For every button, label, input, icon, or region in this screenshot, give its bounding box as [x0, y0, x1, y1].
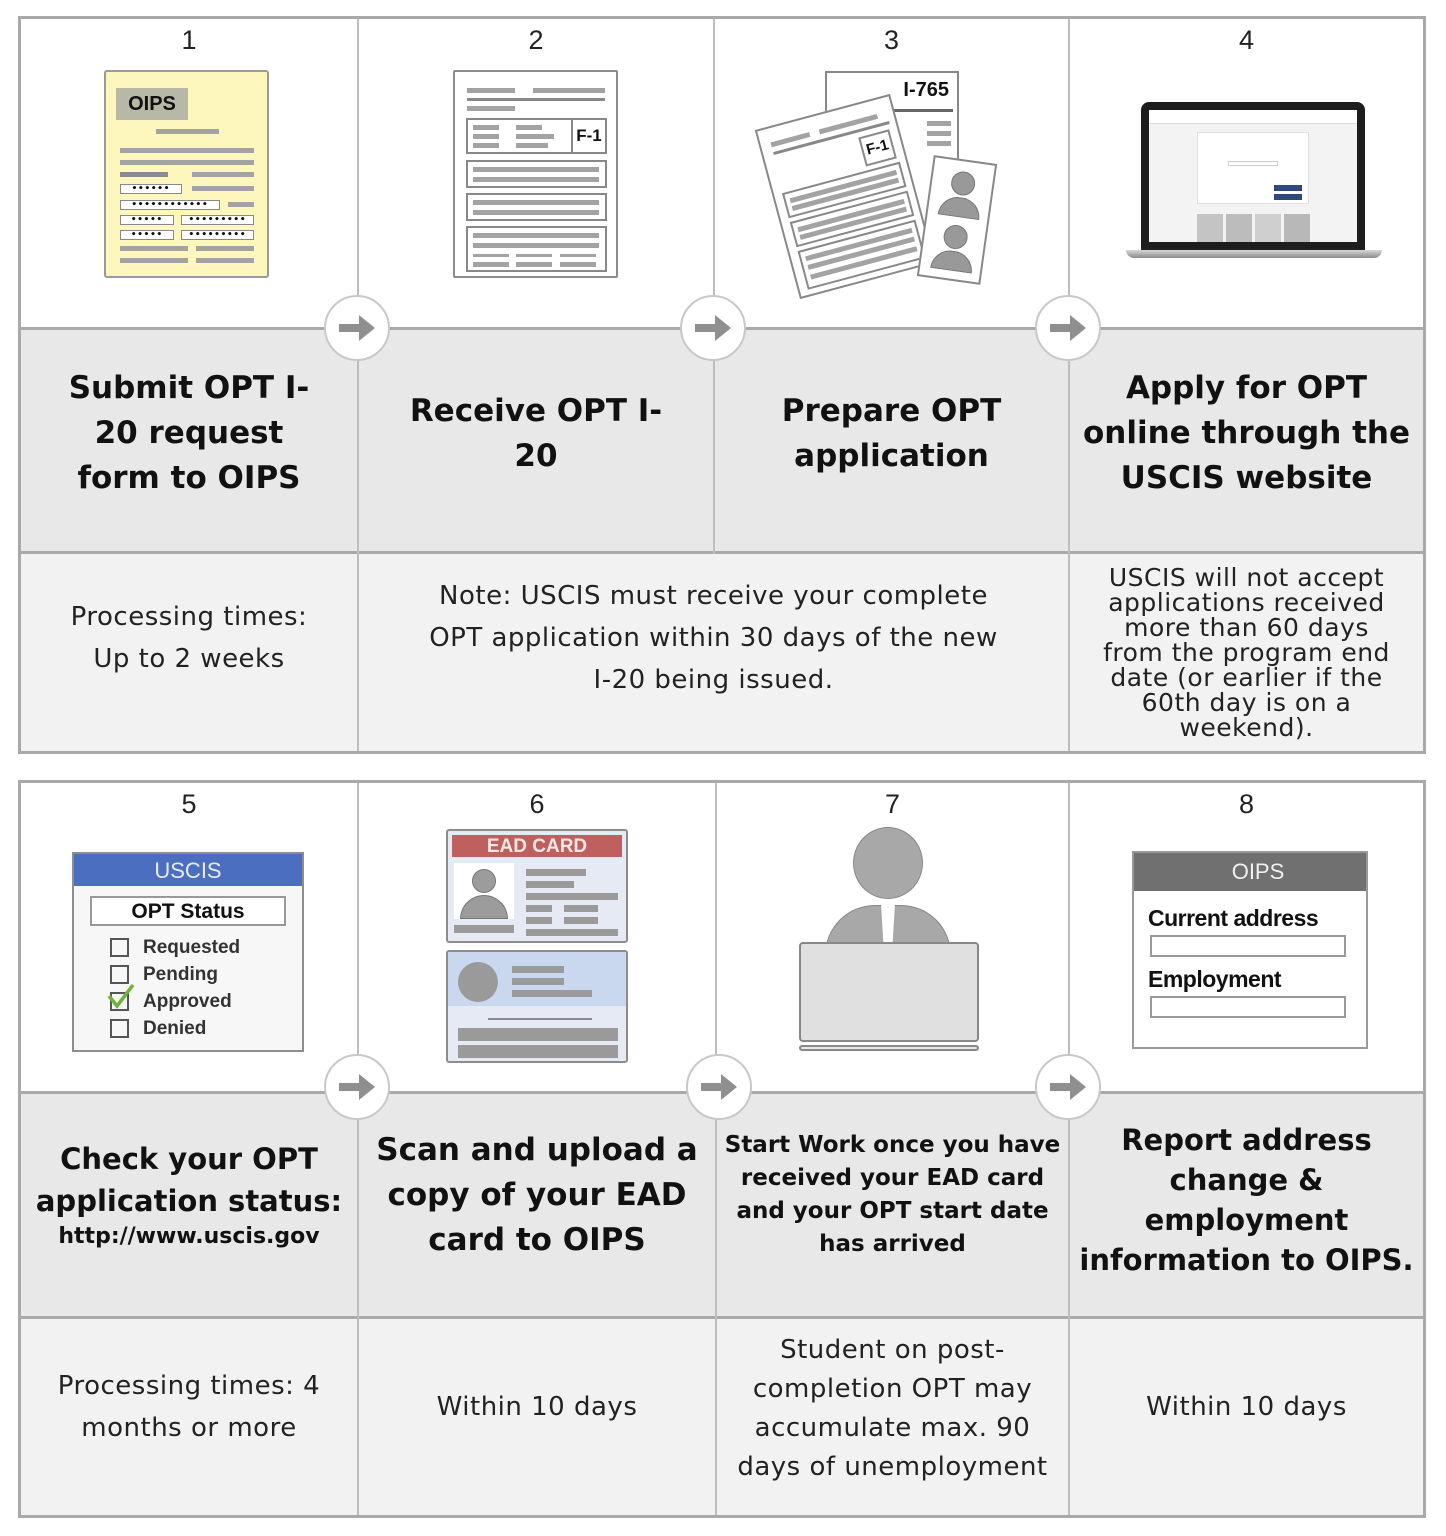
step-number: 8 — [1238, 789, 1255, 819]
application-packet-icon: I-765 F-1 — [754, 69, 1005, 300]
oips-form-icon: OIPS •••••• •••••••••••• ••••• •••••••••… — [104, 70, 269, 278]
divider — [21, 551, 1423, 554]
laptop-website-icon — [1126, 102, 1382, 264]
column-divider — [357, 19, 359, 751]
arrow-right-icon — [701, 1074, 737, 1100]
status-option: Requested — [110, 934, 240, 961]
field-label-current-address: Current address — [1148, 905, 1319, 931]
ead-card-icon: EAD CARD — [446, 829, 628, 1065]
column-divider — [357, 783, 359, 1515]
current-address-field — [1150, 935, 1346, 957]
oips-report-header: OIPS — [1134, 853, 1366, 891]
arrow-right-icon — [339, 315, 375, 341]
arrow-right-icon — [1050, 315, 1086, 341]
deadline-note: Within 10 days — [1146, 1392, 1347, 1422]
step-6-note-cell: Within 10 days — [359, 1319, 715, 1515]
arrow-right-icon — [695, 315, 731, 341]
step-number: 7 — [884, 789, 901, 819]
next-step-arrow — [680, 295, 746, 361]
next-step-arrow — [1035, 295, 1101, 361]
ead-card-header: EAD CARD — [452, 835, 622, 857]
uscis-header: USCIS — [74, 854, 302, 886]
processing-time-note: Processing times:Up to 2 weeks — [70, 601, 308, 674]
step-2-image-cell: 2 F-1 — [359, 19, 713, 327]
status-option: Pending — [110, 961, 240, 988]
step-number: 1 — [181, 25, 197, 55]
step-8-image-cell: 8 OIPS Current address Employment — [1070, 783, 1423, 1091]
opt-status-heading: OPT Status — [90, 896, 286, 926]
opt-steps-panel-bottom: 5 USCIS OPT Status Requested Pending App… — [18, 780, 1426, 1518]
f1-label: F-1 — [571, 120, 605, 152]
step-number: 5 — [181, 789, 197, 819]
i765-label: I-765 — [903, 79, 949, 101]
field-label-employment: Employment — [1148, 966, 1282, 992]
arrow-right-icon — [1050, 1074, 1086, 1100]
status-card-icon: USCIS OPT Status Requested Pending Appro… — [72, 852, 304, 1052]
divider — [21, 1316, 1423, 1319]
step-8-note-cell: Within 10 days — [1070, 1319, 1423, 1515]
step-4-image-cell: 4 — [1070, 19, 1423, 327]
column-divider — [715, 783, 717, 1515]
step-number: 2 — [528, 25, 544, 55]
step-3-image-cell: 3 I-765 F-1 — [715, 19, 1068, 327]
arrow-right-icon — [339, 1074, 375, 1100]
checkmark-icon — [107, 983, 135, 1009]
oips-report-form-icon: OIPS Current address Employment — [1132, 851, 1368, 1049]
step-number: 3 — [883, 25, 900, 55]
f1-label: F-1 — [858, 129, 897, 167]
next-step-arrow — [324, 1054, 390, 1120]
column-divider — [1068, 19, 1070, 751]
i20-document-icon: F-1 — [453, 70, 618, 278]
next-step-arrow — [324, 295, 390, 361]
employment-field — [1150, 996, 1346, 1018]
oips-form-label: OIPS — [116, 88, 188, 120]
status-option: Denied — [110, 1015, 240, 1042]
step-7-image-cell: 7 — [717, 783, 1068, 1091]
step-6-image-cell: 6 EAD CARD — [359, 783, 715, 1091]
step-number: 6 — [529, 789, 545, 819]
step-2-title: Receive OPT I-20 — [409, 392, 663, 474]
status-option-checked: Approved — [107, 983, 240, 1015]
step-2-title-cell: Receive OPT I-20 — [359, 330, 713, 551]
step-5-image-cell: 5 USCIS OPT Status Requested Pending App… — [21, 783, 357, 1091]
person-at-laptop-icon — [799, 827, 983, 1057]
column-divider — [1068, 783, 1070, 1515]
uscis-website-link[interactable]: http://www.uscis.gov — [58, 1224, 320, 1249]
step-1-note-cell: Processing times:Up to 2 weeks — [21, 554, 357, 751]
opt-steps-panel-top: 1 OIPS •••••• •••••••••••• ••••• •••••••… — [18, 16, 1426, 754]
next-step-arrow — [686, 1054, 752, 1120]
step-1-image-cell: 1 OIPS •••••• •••••••••••• ••••• •••••••… — [21, 19, 357, 327]
step-number: 4 — [1238, 25, 1255, 55]
column-divider — [713, 19, 715, 554]
deadline-note: Within 10 days — [436, 1392, 638, 1422]
next-step-arrow — [1035, 1054, 1101, 1120]
